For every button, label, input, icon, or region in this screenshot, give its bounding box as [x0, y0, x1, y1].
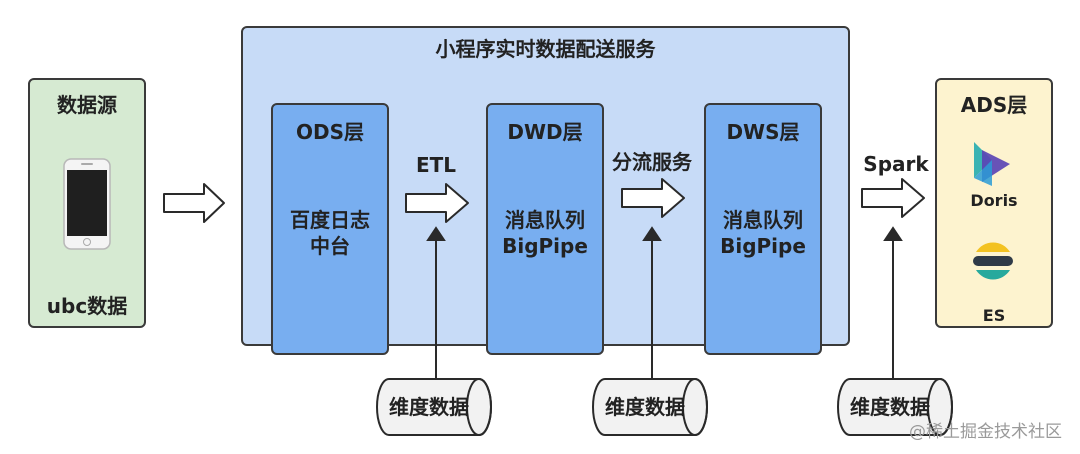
dwd-layer-content-line2: BigPipe	[502, 234, 588, 258]
arrow-split	[621, 178, 685, 218]
database-cylinder-icon	[837, 378, 953, 436]
watermark-text: @稀土掘金技术社区	[909, 422, 1062, 442]
doris-logo-icon	[974, 142, 1010, 186]
dws-layer-content-line1: 消息队列	[723, 208, 803, 232]
dwd-layer-content-line1: 消息队列	[505, 208, 585, 232]
dwd-layer-box: DWD层 消息队列 BigPipe	[486, 103, 604, 355]
smartphone-icon	[63, 158, 111, 250]
dimension-data-label-2: 维度数据	[605, 395, 685, 419]
ubc-data-label: ubc数据	[46, 294, 128, 318]
arrow-etl	[405, 183, 469, 223]
split-service-label: 分流服务	[612, 150, 692, 174]
arrow-source-to-service	[163, 183, 225, 223]
spark-label: Spark	[863, 152, 929, 176]
es-label: ES	[982, 306, 1006, 325]
data-source-box: 数据源 ubc数据	[28, 78, 146, 328]
service-title: 小程序实时数据配送服务	[435, 37, 656, 61]
ods-layer-content-line2: 中台	[310, 234, 350, 258]
dimension-data-cylinder-1: 维度数据	[375, 377, 493, 437]
ods-layer-box: ODS层 百度日志 中台	[271, 103, 389, 355]
etl-label: ETL	[415, 153, 457, 177]
database-cylinder-icon	[376, 378, 492, 436]
database-cylinder-icon	[592, 378, 708, 436]
dimension-data-cylinder-2: 维度数据	[591, 377, 709, 437]
dws-layer-content-line2: BigPipe	[720, 234, 806, 258]
dimension-data-label-3: 维度数据	[850, 395, 930, 419]
dimension-data-cylinder-3: 维度数据	[836, 377, 954, 437]
doris-label: Doris	[970, 191, 1018, 210]
ads-layer-title: ADS层	[960, 93, 1028, 117]
realtime-service-container: 小程序实时数据配送服务 ODS层 百度日志 中台 DWD层 消息队列 BigPi…	[241, 26, 850, 355]
ods-layer-title: ODS层	[295, 120, 364, 144]
data-source-title: 数据源	[57, 93, 117, 117]
ods-layer-content-line1: 百度日志	[290, 208, 370, 232]
dws-layer-title: DWS层	[726, 120, 800, 144]
elasticsearch-logo-icon	[973, 242, 1013, 280]
arrow-spark	[861, 178, 925, 218]
dimension-data-label-1: 维度数据	[389, 395, 469, 419]
dws-layer-box: DWS层 消息队列 BigPipe	[704, 103, 822, 355]
ads-layer-box: ADS层 Doris ES	[935, 78, 1053, 328]
dwd-layer-title: DWD层	[507, 120, 583, 144]
